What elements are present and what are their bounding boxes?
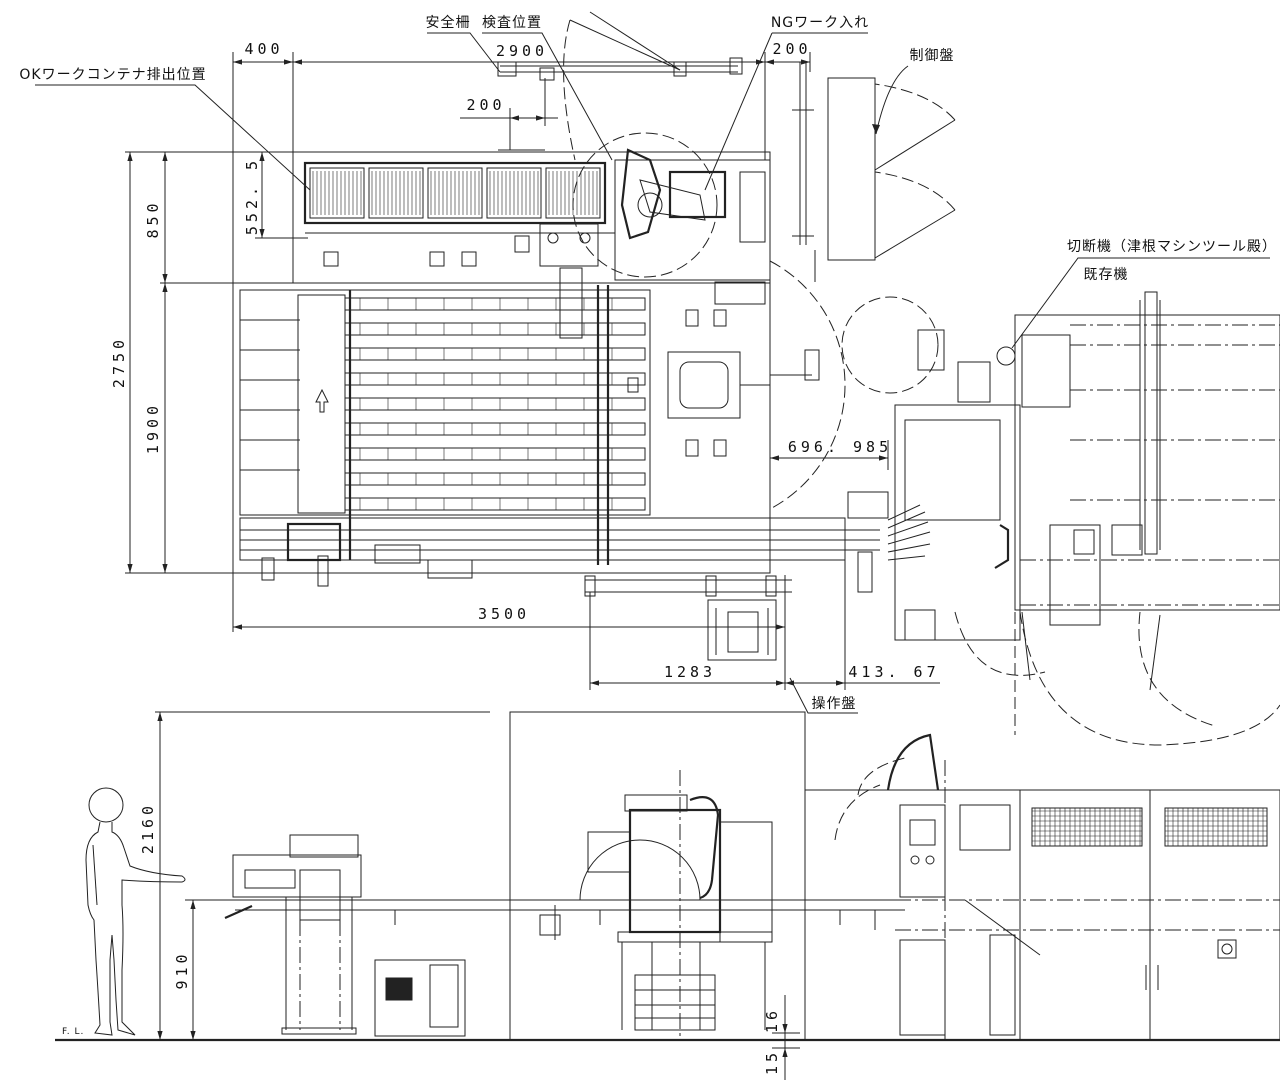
vent-panel <box>1031 807 1143 847</box>
dimension-arrow <box>765 59 774 65</box>
elevation-view <box>55 711 1280 1080</box>
dim-step-upper: 16 <box>763 1007 781 1033</box>
ok-container-module <box>292 149 771 284</box>
plan-view <box>35 11 1280 1057</box>
control-panel-label: 制御盤 <box>910 48 955 64</box>
safety-fence-label: 安全柵 <box>426 14 471 31</box>
dimension-arrow <box>190 1031 196 1040</box>
dimension-arrow <box>162 152 168 161</box>
conveyor-lane <box>344 297 646 311</box>
dim-lower-depth: 1900 <box>144 402 162 454</box>
elevation-dimension-text: 2160 910 16 15 <box>139 802 781 1075</box>
dimension-arrow <box>770 455 779 461</box>
dim-left-offset: 400 <box>244 40 283 58</box>
dimension-arrow <box>157 1031 163 1040</box>
conveyor-lane <box>344 322 646 336</box>
conveyor-elevation <box>235 899 905 930</box>
dim-total-height: 2160 <box>139 802 157 854</box>
vent-panels <box>1031 807 1268 847</box>
dimension-arrow <box>756 59 765 65</box>
cutting-machine-plan <box>841 291 1280 746</box>
plan-extension-lines <box>125 52 940 690</box>
operation-panel-plan <box>707 599 777 661</box>
dimension-arrow <box>127 152 133 161</box>
dimension-arrow <box>233 59 242 65</box>
dimension-arrow <box>776 624 785 630</box>
dim-step-lower: 15 <box>763 1049 781 1075</box>
dimension-arrow <box>233 624 242 630</box>
inspection-position-label: 検査位置 <box>482 15 542 31</box>
ok-container-unit-elevation <box>224 834 466 1037</box>
dimension-arrow <box>157 712 163 721</box>
ok-container-exit-label: OKワークコンテナ排出位置 <box>19 67 206 83</box>
operation-panel-label: 操作盤 <box>812 696 857 712</box>
label-leaders <box>35 32 1270 714</box>
conveyor-lanes <box>344 297 646 511</box>
container-bay <box>368 167 424 219</box>
dim-machine-gap: 696. 985 <box>788 438 892 456</box>
conveyor-lane <box>344 497 646 511</box>
ng-work-bin-label: NGワーク入れ <box>771 15 869 31</box>
dimension-lines <box>127 59 888 1057</box>
dim-upper-depth: 850 <box>144 199 162 238</box>
cutting-machine-elevation <box>804 733 1280 1041</box>
line-work <box>35 11 1280 1080</box>
dimension-arrow <box>293 59 302 65</box>
existing-machine-label: 既存機 <box>1084 267 1129 283</box>
dimension-arrow <box>284 59 293 65</box>
dimension-arrow <box>836 680 845 686</box>
floor-level-label: F. L. <box>62 1027 84 1037</box>
dimension-arrow <box>590 680 599 686</box>
dim-panel-offset: 413. 67 <box>848 663 939 681</box>
conveyor-lane <box>344 447 646 461</box>
dimension-arrow <box>162 564 168 573</box>
dimension-arrow <box>127 564 133 573</box>
dimension-arrow <box>190 900 196 909</box>
dimension-arrow <box>259 229 265 238</box>
safety-fence-plan <box>497 11 816 597</box>
container-bays <box>309 167 601 219</box>
dim-panel-width: 1283 <box>664 663 716 681</box>
elevation-extension-lines <box>155 711 800 1080</box>
dim-module-width: 2900 <box>496 42 548 60</box>
vent-panel <box>1164 807 1268 847</box>
dimension-arrow <box>162 274 168 283</box>
dimension-arrow <box>879 455 888 461</box>
dimension-arrow <box>536 115 545 121</box>
cutting-machine-label: 切断機（津根マシンツール殿） <box>1067 239 1277 255</box>
dim-control-gap: 200 <box>772 40 811 58</box>
dim-conveyor-height: 910 <box>173 950 191 989</box>
dimension-arrow <box>259 152 265 161</box>
control-panel-plan <box>827 77 956 261</box>
conveyor-lane <box>344 347 646 361</box>
container-bay <box>545 167 601 219</box>
dim-total-depth: 2750 <box>110 336 128 388</box>
robot-unit-elevation <box>579 770 773 1040</box>
ng-robot-cell <box>572 132 771 305</box>
safety-fence-elevation <box>509 711 806 1040</box>
dimension-arrow <box>162 283 168 292</box>
conveyor-frame <box>232 260 846 574</box>
dim-container-depth: 552. 5 <box>243 157 261 235</box>
dimension-arrow <box>510 115 519 121</box>
plan-dimension-text: 400 2900 200 200 552. 5 850 2750 1900 69… <box>110 40 939 681</box>
plan-labels: 安全柵 検査位置 NGワーク入れ OKワークコンテナ排出位置 制御盤 切断機（津… <box>19 14 1277 1037</box>
human-figure <box>85 787 186 1036</box>
dim-total-width: 3500 <box>478 605 530 623</box>
container-bay <box>309 167 365 219</box>
conveyor-lane <box>344 372 646 386</box>
container-bay <box>486 167 542 219</box>
conveyor-lane <box>344 472 646 486</box>
conveyor-lane <box>344 422 646 436</box>
dimension-arrow <box>776 680 785 686</box>
conveyor-lane <box>344 397 646 411</box>
container-bay <box>427 167 483 219</box>
dim-fence-post-gap: 200 <box>466 96 505 114</box>
transfer-conveyor <box>239 491 889 593</box>
